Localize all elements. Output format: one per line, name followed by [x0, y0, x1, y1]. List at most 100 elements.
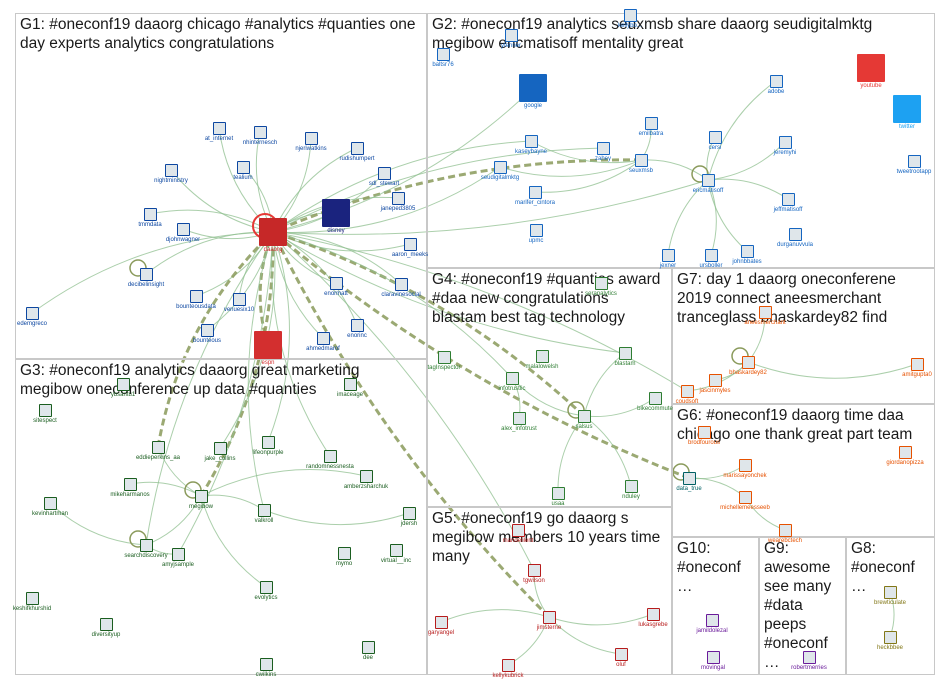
node-imaceage[interactable]: imaceage: [320, 377, 380, 399]
node-at_internet[interactable]: at_internet: [189, 121, 249, 143]
node-dee[interactable]: dee: [338, 640, 398, 662]
node-amitgupta0[interactable]: amitgupta0: [887, 357, 947, 379]
node-jexner[interactable]: jexner: [638, 248, 698, 270]
node-zahey[interactable]: zahey: [573, 141, 633, 163]
node-cersi[interactable]: cersi: [685, 130, 745, 152]
node-youtube[interactable]: youtube: [841, 54, 901, 90]
node-aneesmerchant[interactable]: aneesmerchant: [735, 305, 795, 327]
node-janeped3805[interactable]: janeped3805: [368, 191, 428, 213]
node-tmmdata[interactable]: tmmdata: [120, 207, 180, 229]
node-kevinhartman[interactable]: kevinhartman: [20, 496, 80, 518]
node-ybsantu1[interactable]: ybsantu1: [93, 377, 153, 399]
node-virtual__inc[interactable]: virtual__inc: [366, 543, 426, 565]
node-ericmatisoff[interactable]: ericmatisoff: [678, 173, 738, 195]
node-bounteousdata[interactable]: bounteousdata: [166, 289, 226, 311]
node-mandelilent[interactable]: mandelilent: [488, 523, 548, 545]
node-decibelinsight[interactable]: decibelinsight: [116, 267, 176, 289]
node-diversityup[interactable]: diversityup: [76, 617, 136, 639]
node-adobe[interactable]: adobe: [746, 74, 806, 96]
node-kellybo-[interactable]: kellybo...: [600, 8, 660, 30]
node-megibow[interactable]: megibow: [171, 489, 231, 511]
node-coudsoft[interactable]: coudsoft: [657, 384, 717, 406]
node-twitter[interactable]: twitter: [877, 95, 937, 131]
node-claravinesocial[interactable]: claravinesocial: [371, 277, 431, 299]
node-blastam[interactable]: blastam: [595, 346, 655, 368]
node-seuxmsb[interactable]: seuxmsb: [611, 153, 671, 175]
node-salsus[interactable]: salsus: [554, 409, 614, 431]
node-heckbbee[interactable]: heckbbee: [860, 630, 920, 652]
node-jamildolezal[interactable]: jamildolezal: [682, 613, 742, 635]
node-djohnwagner[interactable]: djohnwagner: [153, 222, 213, 244]
node-evolytics[interactable]: evolytics: [236, 580, 296, 602]
node-brewticulate[interactable]: brewticulate: [860, 585, 920, 607]
node-venuesix10[interactable]: venuesix10: [209, 292, 269, 314]
node-aaron_meeks[interactable]: aaron_meeks: [380, 237, 440, 259]
node-marifer_cintora[interactable]: marifer_cintora: [505, 185, 565, 207]
node-baltsr76[interactable]: baltsr76: [413, 47, 473, 69]
node-infotrustlic[interactable]: infotrustlic: [482, 371, 542, 393]
node-tweetrootapp[interactable]: tweetrootapp: [884, 154, 944, 176]
node-lukasgrebe[interactable]: lukasgrebe: [623, 607, 683, 629]
node-enorinc[interactable]: enorinc: [327, 318, 387, 340]
node-upmc[interactable]: upmc: [506, 223, 566, 245]
node-movingal[interactable]: movingal: [683, 650, 743, 672]
node-emilbatra[interactable]: emilbatra: [621, 116, 681, 138]
node-searchdiscovery[interactable]: searchdiscovery: [116, 538, 176, 560]
node-njeriwatkins[interactable]: njeriwatkins: [281, 131, 341, 153]
node-nightministry[interactable]: nightministry: [141, 163, 201, 185]
node-valkroll[interactable]: valkroll: [234, 503, 294, 525]
node-robertmerries[interactable]: robertmerries: [779, 650, 839, 672]
node-kellykubrick[interactable]: kellykubrick: [478, 658, 538, 680]
node-seranalytics[interactable]: seranalytics: [571, 276, 631, 298]
node-keshifkhurshid[interactable]: keshifkhurshid: [2, 591, 62, 613]
node-daaorg[interactable]: daaorg: [243, 218, 303, 254]
node-nhinternesch[interactable]: nhinternesch: [230, 125, 290, 147]
node-google[interactable]: google: [503, 74, 563, 110]
node-edemgreco[interactable]: edemgreco: [2, 306, 62, 328]
node-cwilkins[interactable]: cwilkins: [236, 657, 296, 679]
node-johnbbates[interactable]: johnbbates: [717, 244, 777, 266]
node-jimsterne[interactable]: jimsterne: [519, 610, 579, 632]
node-amberzsharchuk[interactable]: amberzsharchuk: [336, 469, 396, 491]
node-jeremyhi[interactable]: jeremyhi: [755, 135, 815, 157]
node-tgwilson[interactable]: tgwilson: [504, 563, 564, 585]
node-kaseybayne[interactable]: kaseybayne: [501, 134, 561, 156]
node-michellemeesseeb[interactable]: michellemeesseeb: [715, 490, 775, 512]
node-usaa[interactable]: usaa: [528, 486, 588, 508]
node-espn[interactable]: espn: [238, 331, 298, 367]
node-wearebctech[interactable]: wearebctech: [755, 523, 815, 545]
node-sdl_stewart[interactable]: sdl_stewart: [354, 166, 414, 188]
node-disney[interactable]: disney: [306, 199, 366, 235]
node-seudigitalmktg[interactable]: seudigitalmktg: [470, 160, 530, 182]
node-ahmedmarof[interactable]: ahmedmarof: [293, 331, 353, 353]
node-jake_collins[interactable]: jake_collins: [190, 441, 250, 463]
node-amyjsample[interactable]: amyjsample: [148, 547, 208, 569]
node-sitespect[interactable]: sitespect: [15, 403, 75, 425]
node-nduley[interactable]: nduley: [601, 479, 661, 501]
node-oluf[interactable]: oluf: [591, 647, 651, 669]
node-yfenner[interactable]: yfenner: [481, 28, 541, 50]
node-garyangel[interactable]: garyangel: [411, 615, 471, 637]
node-malalowelsh[interactable]: malalowelsh: [512, 349, 572, 371]
node-jeffmatisoff[interactable]: jeffmatisoff: [758, 192, 818, 214]
node-data_true[interactable]: data_true: [659, 471, 719, 493]
node-bikecommute[interactable]: bikecommute: [625, 391, 685, 413]
node-jdersh[interactable]: jdersh: [379, 506, 439, 528]
node-mymo[interactable]: mymo: [314, 546, 374, 568]
node-durganuvvula[interactable]: durganuvvula: [765, 227, 825, 249]
node-eddieperkins_aa[interactable]: eddieperkins_aa: [128, 440, 188, 462]
node-mikeharmanos[interactable]: mikeharmanos: [100, 477, 160, 499]
node-tagInspector[interactable]: tagInspector: [414, 350, 474, 372]
node-marissayonchek[interactable]: marissayonchek: [715, 458, 775, 480]
node-tealium[interactable]: tealium: [213, 160, 273, 182]
node-jascinmyles[interactable]: jascinmyles: [685, 373, 745, 395]
node-randomnessnesta[interactable]: randomnessnesta: [300, 449, 360, 471]
node-giordanopizza[interactable]: giordanopizza: [875, 445, 935, 467]
node-bhaskardey82[interactable]: bhaskardey82: [718, 355, 778, 377]
node-bounteous[interactable]: bounteous: [177, 323, 237, 345]
node-lifeonpurple[interactable]: lifeonpurple: [238, 435, 298, 457]
node-enormatt[interactable]: enormatt: [306, 276, 366, 298]
node-rudishumpert[interactable]: rudishumpert: [327, 141, 387, 163]
node-alex_infotrust[interactable]: alex_infotrust: [489, 411, 549, 433]
node-brodfourous[interactable]: brodfourous: [674, 425, 734, 447]
